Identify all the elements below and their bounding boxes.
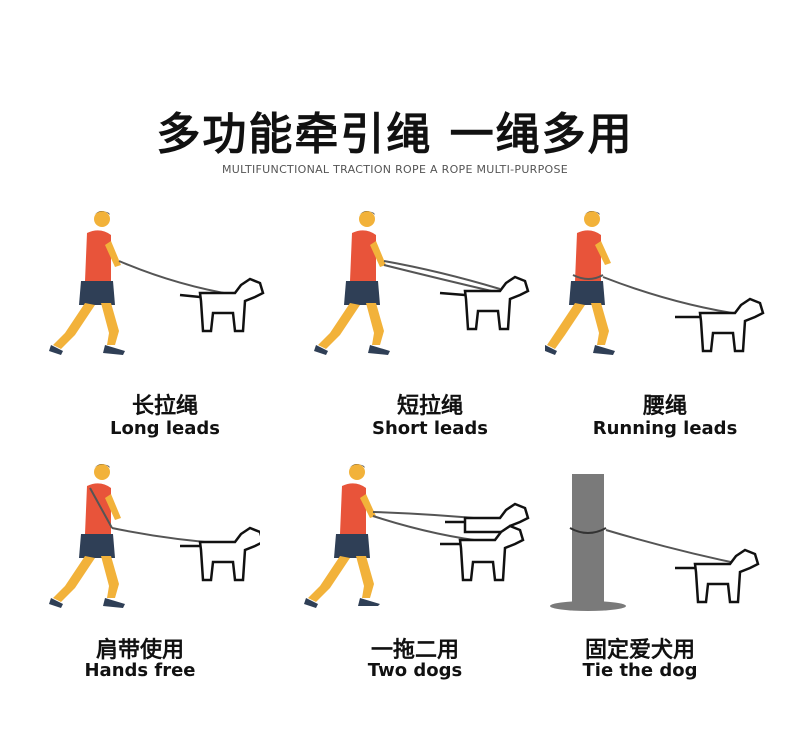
dog-tied-to-post-illustration	[550, 474, 760, 611]
panel-en-label: Two dogs	[367, 660, 463, 681]
panel-two-dogs: 一拖二用 Two dogs	[295, 460, 535, 690]
panel-cn-label: 肩带使用	[95, 638, 184, 663]
panel-cn-label: 固定爱犬用	[584, 638, 695, 663]
runner-short-leash-illustration	[314, 211, 530, 355]
runner-long-leash-illustration	[49, 211, 265, 355]
panel-en-label: Tie the dog	[582, 660, 698, 681]
runner-two-dogs-illustration	[304, 464, 530, 608]
panel-cn-label: 短拉绳	[396, 394, 463, 419]
panel-cn-label: 一拖二用	[370, 638, 459, 663]
runner-shoulder-leash-illustration	[49, 464, 260, 608]
runner-figure	[49, 211, 125, 355]
leash	[118, 260, 236, 296]
panel-short-leads: 短拉绳 Short leads	[310, 205, 550, 439]
panel-en-label: Short leads	[371, 418, 488, 439]
post	[572, 474, 604, 606]
panel-running-leads: 腰绳 Running leads	[545, 205, 785, 439]
page-subtitle: MULTIFUNCTIONAL TRACTION ROPE A ROPE MUL…	[221, 163, 569, 176]
panel-en-label: Hands free	[84, 660, 196, 681]
dog-figure	[179, 277, 265, 333]
panel-cn-label: 长拉绳	[131, 394, 198, 419]
panel-tie-the-dog: 固定爱犬用 Tie the dog	[520, 460, 760, 690]
panel-en-label: Running leads	[592, 418, 738, 439]
runner-waist-leash-illustration	[545, 211, 765, 355]
panel-en-label: Long leads	[110, 418, 220, 439]
panel-long-leads: 长拉绳 Long leads	[45, 205, 285, 439]
panel-hands-free: 肩带使用 Hands free	[20, 460, 260, 690]
panel-cn-label: 腰绳	[642, 394, 687, 419]
post-base	[550, 601, 626, 611]
page-title: 多功能牵引绳 一绳多用	[156, 109, 634, 160]
